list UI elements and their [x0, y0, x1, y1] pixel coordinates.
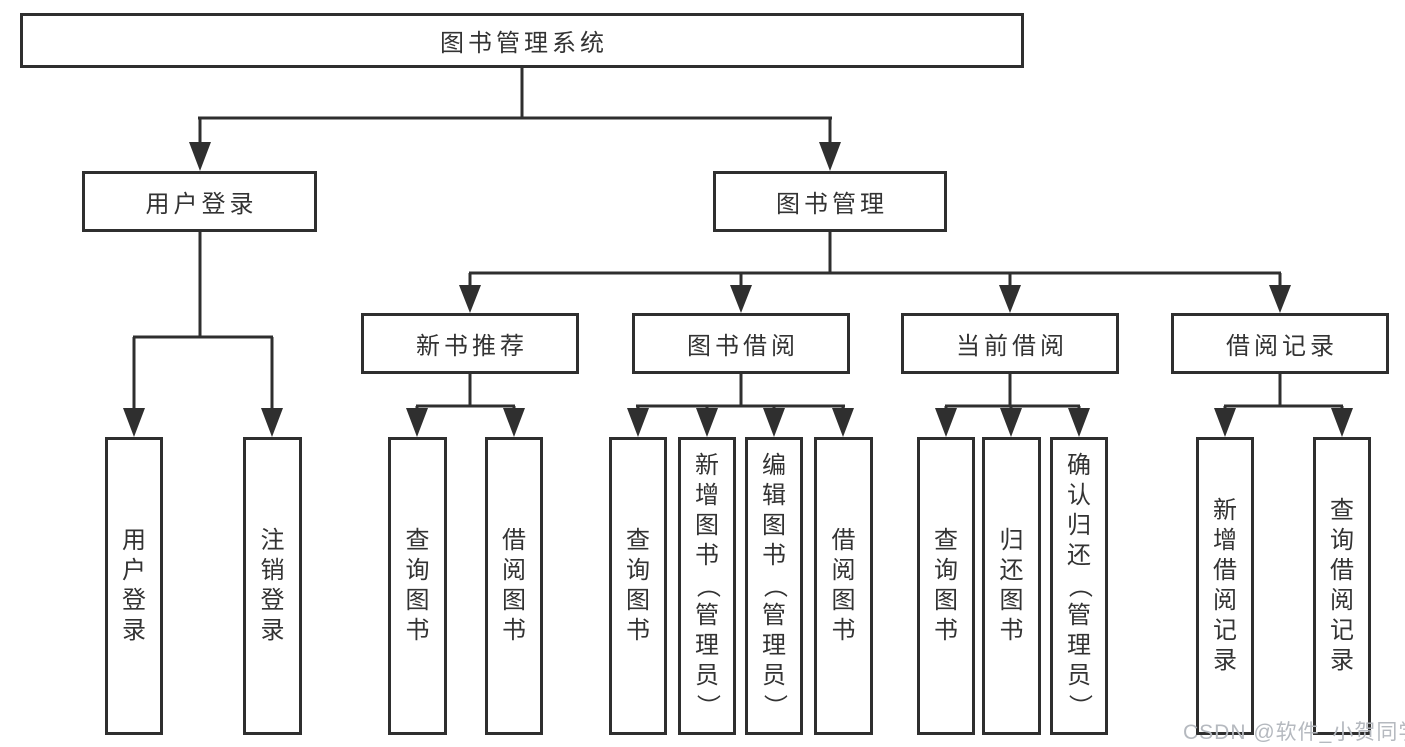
- node-root: 图书管理系统: [20, 13, 1024, 68]
- leaf-add-borrow-record: 新增借阅记录: [1196, 437, 1254, 735]
- leaf-borrow-book-1-label: 借阅图书: [502, 527, 526, 644]
- node-borrow-record-label: 借阅记录: [1226, 333, 1338, 360]
- arrow-down-icon: [123, 142, 1353, 437]
- leaf-edit-book-admin-label: 编辑图书（管理员）: [761, 452, 788, 718]
- node-borrow-record: 借阅记录: [1171, 313, 1389, 374]
- node-root-label: 图书管理系统: [440, 30, 608, 57]
- leaf-add-book-admin: 新增图书（管理员）: [678, 437, 736, 735]
- leaf-query-borrow-record: 查询借阅记录: [1313, 437, 1371, 735]
- node-book-management: 图书管理: [713, 171, 947, 232]
- leaf-borrow-book-2: 借阅图书: [814, 437, 873, 735]
- leaf-query-book-2-label: 查询图书: [626, 527, 650, 644]
- node-book-management-label: 图书管理: [776, 191, 888, 218]
- leaf-add-book-admin-label: 新增图书（管理员）: [694, 452, 721, 718]
- leaf-user-login: 用户登录: [105, 437, 163, 735]
- leaf-borrow-book-1: 借阅图书: [485, 437, 543, 735]
- node-new-book-recommend-label: 新书推荐: [416, 333, 528, 360]
- node-book-borrow: 图书借阅: [632, 313, 850, 374]
- watermark: CSDN @软件_小贺同学: [1183, 721, 1405, 744]
- leaf-query-book-3: 查询图书: [917, 437, 975, 735]
- node-new-book-recommend: 新书推荐: [361, 313, 579, 374]
- leaf-logout: 注销登录: [243, 437, 302, 735]
- leaf-return-book-label: 归还图书: [999, 527, 1024, 644]
- node-current-borrow: 当前借阅: [901, 313, 1119, 374]
- leaf-query-book-1: 查询图书: [388, 437, 447, 735]
- leaf-add-borrow-record-label: 新增借阅记录: [1213, 497, 1237, 674]
- leaf-confirm-return-admin-label: 确认归还（管理员）: [1066, 452, 1093, 718]
- node-book-borrow-label: 图书借阅: [687, 333, 799, 360]
- leaf-query-book-1-label: 查询图书: [405, 527, 430, 644]
- node-user-login-label: 用户登录: [145, 191, 258, 218]
- node-user-login: 用户登录: [82, 171, 317, 232]
- node-current-borrow-label: 当前借阅: [956, 333, 1068, 360]
- leaf-query-borrow-record-label: 查询借阅记录: [1330, 497, 1354, 674]
- leaf-user-login-label: 用户登录: [122, 527, 146, 644]
- leaf-borrow-book-2-label: 借阅图书: [831, 527, 856, 644]
- leaf-query-book-2: 查询图书: [609, 437, 667, 735]
- leaf-query-book-3-label: 查询图书: [934, 527, 958, 644]
- leaf-logout-label: 注销登录: [260, 527, 285, 644]
- leaf-confirm-return-admin: 确认归还（管理员）: [1050, 437, 1108, 735]
- leaf-edit-book-admin: 编辑图书（管理员）: [745, 437, 803, 735]
- leaf-return-book: 归还图书: [982, 437, 1041, 735]
